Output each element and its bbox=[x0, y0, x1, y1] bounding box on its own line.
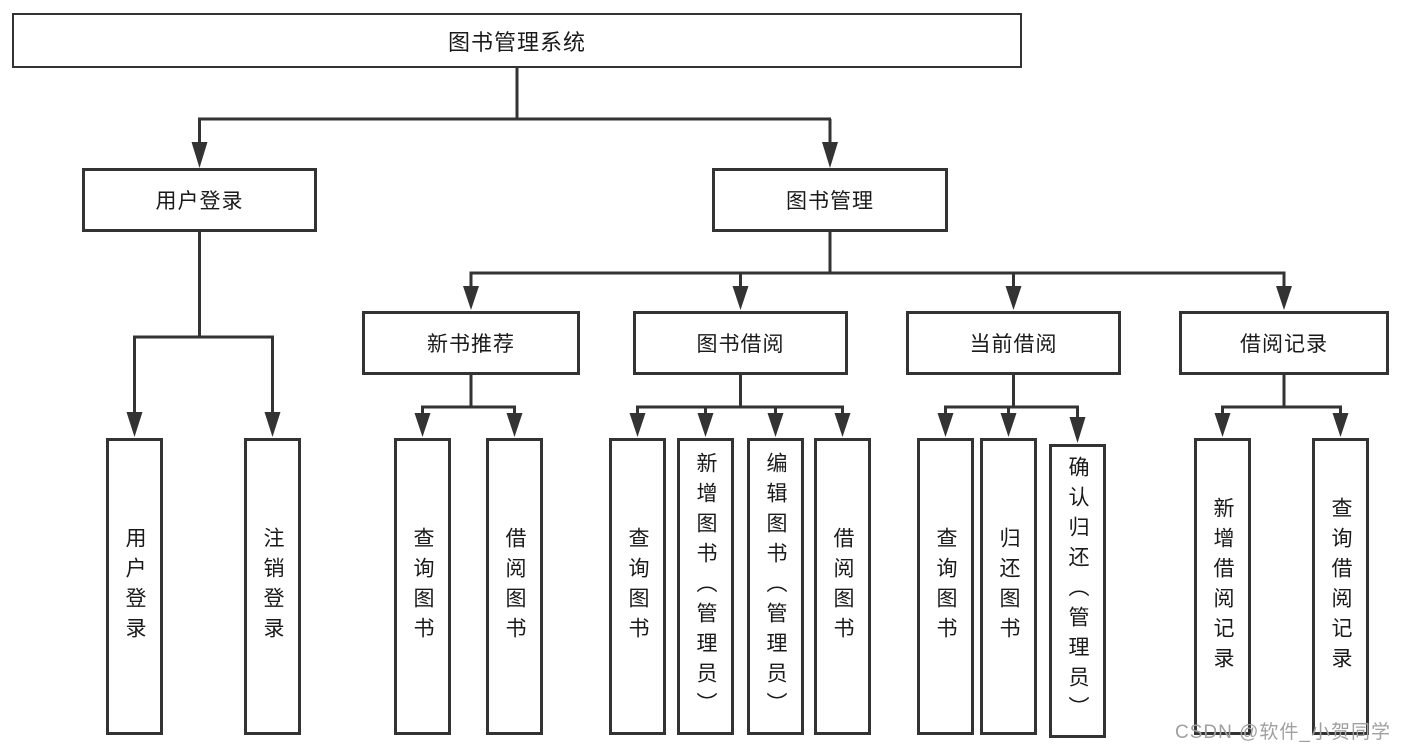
leaf-add-borrow-record: 新增借阅记录 bbox=[1194, 438, 1251, 735]
node-user-login-label: 用户登录 bbox=[155, 190, 244, 213]
leaf-user-login-label: 用户登录 bbox=[123, 526, 146, 647]
arrowheads-user-login-leaves bbox=[126, 412, 281, 437]
leaf-query-books-borrowing: 查询图书 bbox=[609, 438, 666, 735]
leaf-borrow-books-recommend-label: 借阅图书 bbox=[503, 526, 526, 647]
node-book-borrowing: 图书借阅 bbox=[633, 311, 848, 375]
connector-records-to-leaves bbox=[1221, 375, 1342, 413]
arrowheads-level2 bbox=[191, 142, 838, 168]
connector-new-book-to-leaves bbox=[421, 375, 516, 413]
node-book-management-label: 图书管理 bbox=[786, 190, 874, 213]
node-borrow-records-label: 借阅记录 bbox=[1240, 333, 1328, 356]
leaf-query-books-current: 查询图书 bbox=[917, 438, 974, 735]
leaf-query-books-recommend: 查询图书 bbox=[394, 438, 451, 735]
arrowheads-new-book-leaves bbox=[414, 413, 523, 437]
leaf-query-borrow-record: 查询借阅记录 bbox=[1312, 438, 1369, 735]
connector-user-login-to-leaves bbox=[133, 232, 274, 412]
node-user-login: 用户登录 bbox=[82, 168, 317, 232]
node-new-book-recommend-label: 新书推荐 bbox=[427, 333, 515, 356]
leaf-logout-login-label: 注销登录 bbox=[261, 526, 284, 647]
leaf-user-login: 用户登录 bbox=[106, 438, 163, 735]
leaf-confirm-return-admin-label: 确认归还（管理员） bbox=[1066, 456, 1089, 726]
leaf-add-book-admin: 新增图书（管理员） bbox=[677, 438, 734, 735]
node-library-system-label: 图书管理系统 bbox=[447, 29, 586, 55]
node-current-borrowing: 当前借阅 bbox=[906, 311, 1121, 375]
arrowheads-records-leaves bbox=[1214, 413, 1349, 437]
connector-root-to-level2 bbox=[198, 68, 832, 142]
leaf-logout-login: 注销登录 bbox=[244, 438, 301, 735]
node-library-system: 图书管理系统 bbox=[12, 13, 1022, 68]
leaf-query-books-current-label: 查询图书 bbox=[934, 526, 957, 647]
leaf-return-books: 归还图书 bbox=[980, 438, 1037, 735]
connector-current-to-leaves bbox=[944, 375, 1079, 417]
leaf-borrow-books-recommend: 借阅图书 bbox=[486, 438, 543, 735]
arrowheads-current-leaves bbox=[937, 413, 1086, 443]
leaf-confirm-return-admin: 确认归还（管理员） bbox=[1049, 444, 1106, 738]
node-current-borrowing-label: 当前借阅 bbox=[969, 333, 1058, 356]
leaf-return-books-label: 归还图书 bbox=[997, 526, 1020, 647]
leaf-edit-book-admin: 编辑图书（管理员） bbox=[747, 438, 804, 735]
node-book-management: 图书管理 bbox=[712, 168, 948, 232]
leaf-add-book-admin-label: 新增图书（管理员） bbox=[694, 451, 717, 722]
connector-borrowing-to-leaves bbox=[636, 375, 844, 413]
arrowheads-borrowing-leaves bbox=[629, 413, 851, 437]
csdn-watermark: CSDN @软件_小贺同学 bbox=[1175, 722, 1391, 743]
leaf-query-books-borrowing-label: 查询图书 bbox=[626, 526, 649, 647]
leaf-query-books-recommend-label: 查询图书 bbox=[411, 526, 434, 647]
leaf-edit-book-admin-label: 编辑图书（管理员） bbox=[764, 451, 787, 722]
node-new-book-recommend: 新书推荐 bbox=[362, 311, 580, 375]
connector-book-mgmt-to-level3 bbox=[469, 232, 1286, 286]
leaf-borrow-books-borrowing-label: 借阅图书 bbox=[831, 526, 854, 647]
leaf-borrow-books-borrowing: 借阅图书 bbox=[814, 438, 871, 735]
leaf-query-borrow-record-label: 查询借阅记录 bbox=[1329, 496, 1352, 677]
leaf-add-borrow-record-label: 新增借阅记录 bbox=[1211, 496, 1234, 677]
node-borrow-records: 借阅记录 bbox=[1179, 311, 1389, 375]
arrowheads-level3 bbox=[463, 286, 1292, 310]
node-book-borrowing-label: 图书借阅 bbox=[696, 333, 785, 356]
